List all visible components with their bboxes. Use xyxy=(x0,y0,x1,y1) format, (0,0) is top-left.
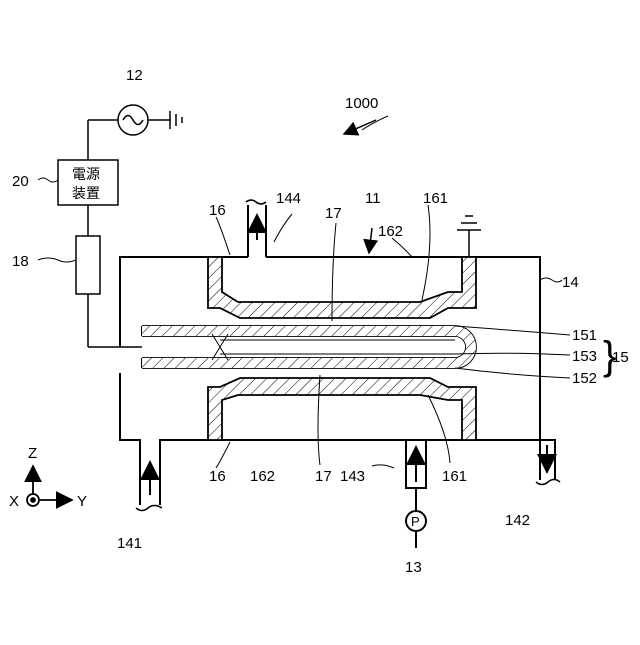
label-142: 142 xyxy=(505,512,530,529)
label-12: 12 xyxy=(126,67,143,84)
holder-top xyxy=(208,257,476,318)
outlet-144 xyxy=(246,200,266,257)
label-16-bottom: 16 xyxy=(209,468,226,485)
ac-source-12 xyxy=(118,105,170,135)
chamber-ground-icon xyxy=(457,216,481,257)
inlet-143 xyxy=(406,440,426,511)
label-152: 152 xyxy=(572,370,597,387)
label-20: 20 xyxy=(12,173,29,190)
label-15: 15 xyxy=(612,349,629,366)
axis-x-label: X xyxy=(9,493,19,510)
label-153: 153 xyxy=(572,348,597,365)
electrode-151 xyxy=(142,326,476,368)
label-162-bottom: 162 xyxy=(250,468,275,485)
ref-1000-arrow xyxy=(344,120,376,134)
discharge-153 xyxy=(212,334,455,360)
ground-icon xyxy=(170,111,182,129)
label-141: 141 xyxy=(117,535,142,552)
label-16-top: 16 xyxy=(209,202,226,219)
label-144: 144 xyxy=(276,190,301,207)
label-151: 151 xyxy=(572,327,597,344)
axis-y-label: Y xyxy=(77,493,87,510)
ref-11-arrow xyxy=(369,228,372,253)
label-11: 11 xyxy=(365,190,381,207)
label-17-top: 17 xyxy=(325,205,342,222)
label-14: 14 xyxy=(562,274,579,291)
axis-z-label: Z xyxy=(28,445,37,462)
label-161-bottom: 161 xyxy=(442,468,467,485)
label-17-bottom: 17 xyxy=(315,468,332,485)
label-162-top: 162 xyxy=(378,223,403,240)
label-13: 13 xyxy=(405,559,422,576)
holder-bottom xyxy=(208,378,476,440)
label-1000: 1000 xyxy=(345,95,378,112)
axis-indicator xyxy=(27,466,72,506)
resistor-18 xyxy=(76,236,100,294)
label-161-top: 161 xyxy=(423,190,448,207)
feed-wire xyxy=(88,120,142,347)
power-supply-text-2: 装置 xyxy=(72,186,100,202)
label-18: 18 xyxy=(12,253,29,270)
label-143: 143 xyxy=(340,468,365,485)
power-supply-text-1: 電源 xyxy=(72,167,100,183)
pump-symbol: P xyxy=(411,514,420,529)
